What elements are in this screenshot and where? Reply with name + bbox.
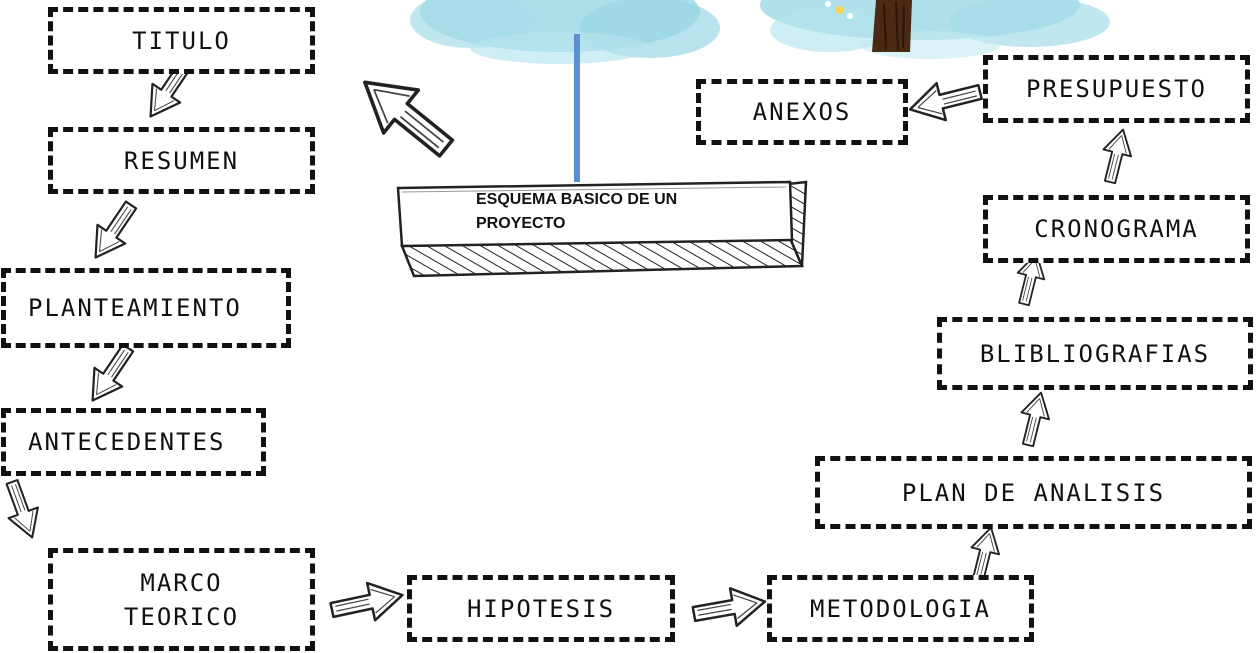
- arrow-planteamiento-antecedentes: [77, 337, 143, 411]
- diagram-title: ESQUEMA BASICO DE UN PROYECTO: [476, 191, 678, 232]
- step-anexos: ANEXOS: [696, 79, 908, 145]
- step-marco-teorico-label: MARCO TEORICO: [123, 568, 240, 631]
- arrow-to-title: [345, 59, 466, 172]
- step-titulo: TITULO: [48, 7, 315, 74]
- sign-board: [396, 180, 808, 278]
- step-antecedentes: ANTECEDENTES: [1, 408, 266, 476]
- step-bibliografias: BLIBLIOGRAFIAS: [937, 317, 1253, 390]
- step-presupuesto: PRESUPUESTO: [983, 55, 1250, 123]
- step-plan-de-analisis: PLAN DE ANALISIS: [815, 456, 1252, 529]
- step-resumen: RESUMEN: [48, 127, 315, 194]
- step-metodologia-label: METODOLOGIA: [810, 594, 991, 623]
- arrow-marco-hipotesis: [326, 575, 408, 630]
- step-anexos-label: ANEXOS: [752, 98, 852, 126]
- arrow-resumen-planteamiento: [80, 194, 146, 268]
- step-metodologia: METODOLOGIA: [767, 575, 1034, 642]
- arrow-hipotesis-metodologia: [689, 581, 770, 634]
- step-hipotesis: HIPOTESIS: [407, 575, 675, 642]
- step-resumen-label: RESUMEN: [123, 146, 240, 175]
- step-presupuesto-label: PRESUPUESTO: [1026, 75, 1207, 103]
- step-titulo-label: TITULO: [132, 26, 231, 55]
- arrow-antecedentes-marco: [0, 475, 48, 544]
- step-cronograma-label: CRONOGRAMA: [1034, 215, 1199, 243]
- arrow-plan-bibliografias: [1013, 388, 1056, 450]
- tree-trunk: [872, 0, 912, 52]
- arrow-presupuesto-anexos: [904, 72, 986, 130]
- step-planteamiento: PLANTEAMIENTO: [1, 268, 291, 348]
- step-marco-teorico: MARCO TEORICO: [48, 548, 315, 651]
- step-antecedentes-label: ANTECEDENTES: [28, 428, 226, 456]
- step-planteamiento-label: PLANTEAMIENTO: [28, 294, 242, 322]
- step-plan-de-analisis-label: PLAN DE ANALISIS: [901, 478, 1166, 507]
- step-bibliografias-label: BLIBLIOGRAFIAS: [979, 339, 1211, 368]
- arrow-cronograma-presupuesto: [1095, 125, 1138, 187]
- step-hipotesis-label: HIPOTESIS: [466, 594, 616, 623]
- step-cronograma: CRONOGRAMA: [983, 195, 1250, 263]
